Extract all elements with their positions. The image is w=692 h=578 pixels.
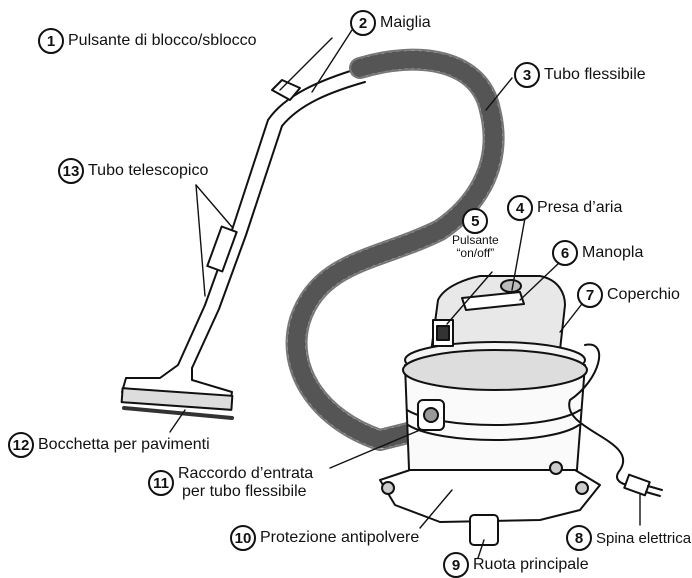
label-1: 1 Pulsante di blocco/sblocco [38, 28, 257, 54]
floor-nozzle [122, 365, 233, 418]
number-badge: 2 [350, 10, 376, 36]
label-text: Bocchetta per pavimenti [38, 436, 210, 454]
label-10: 10 Protezione antipolvere [230, 525, 419, 551]
label-text: Pulsante di blocco/sblocco [68, 32, 257, 50]
label-text: Spina elettrica [596, 530, 691, 547]
label-2: 2 Maiglia [350, 10, 431, 36]
handle [268, 68, 365, 126]
label-9: 9 Ruota principale [443, 552, 589, 578]
number-badge: 5 [462, 208, 488, 234]
label-text: Maiglia [380, 14, 431, 32]
label-text-line2: per tubo flessibile [178, 483, 313, 501]
number-badge: 4 [507, 195, 533, 221]
label-text: Coperchio [607, 286, 680, 304]
number-badge: 11 [148, 470, 174, 496]
number-badge: 9 [443, 552, 469, 578]
label-11: 11 Raccordo d’entrata per tubo flessibil… [148, 465, 313, 501]
label-text: Ruota principale [473, 556, 589, 574]
number-badge: 3 [514, 62, 540, 88]
number-badge: 8 [566, 525, 592, 551]
label-13: 13 Tubo telescopico [58, 158, 208, 184]
label-text: Manopla [582, 244, 643, 262]
number-badge: 13 [58, 158, 84, 184]
label-text: Tubo telescopico [88, 162, 208, 180]
label-text: Tubo flessibile [544, 66, 646, 84]
label-12: 12 Bocchetta per pavimenti [8, 432, 210, 458]
number-badge: 7 [577, 282, 603, 308]
label-text-line1: Raccordo d’entrata [178, 465, 313, 483]
number-badge: 12 [8, 432, 34, 458]
label-8: 8 Spina elettrica [566, 525, 691, 551]
label-4: 4 Presa d’aria [507, 195, 622, 221]
label-text-line2: “on/off” [456, 247, 494, 260]
label-6: 6 Manopla [552, 240, 643, 266]
label-5: 5 Pulsante “on/off” [452, 208, 499, 260]
label-text: Presa d’aria [537, 199, 622, 217]
canister [380, 276, 600, 545]
number-badge: 10 [230, 525, 256, 551]
label-text: Protezione antipolvere [260, 529, 419, 547]
number-badge: 6 [552, 240, 578, 266]
label-3: 3 Tubo flessibile [514, 62, 646, 88]
label-7: 7 Coperchio [577, 282, 680, 308]
number-badge: 1 [38, 28, 64, 54]
